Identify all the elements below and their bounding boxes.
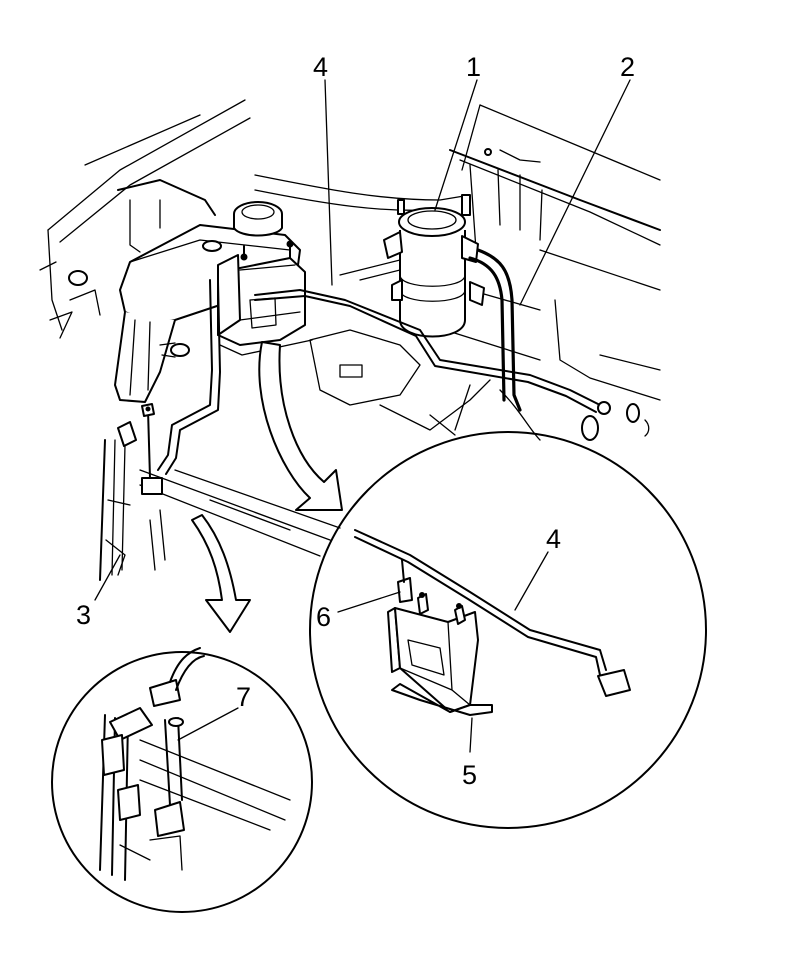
detail-arrow-clip [191, 514, 251, 633]
callout-labels: 1 2 3 4 4 5 6 7 [76, 52, 635, 790]
callout-4-main: 4 [313, 52, 328, 82]
callout-5: 5 [462, 760, 477, 790]
detail-view-clip [51, 647, 313, 913]
mounting-bracket-installed [217, 240, 313, 356]
callout-3: 3 [76, 600, 91, 630]
callout-2: 2 [620, 52, 635, 82]
callout-1: 1 [466, 52, 481, 82]
detail-view-bracket [309, 431, 707, 829]
vapor-pipe-installed [157, 279, 611, 475]
purge-hose [468, 248, 522, 412]
leader-lines [94, 79, 631, 753]
evap-canister [383, 194, 485, 338]
radiator-support [99, 403, 341, 581]
callout-7: 7 [236, 682, 251, 712]
callout-4-detail: 4 [546, 524, 561, 554]
callout-6: 6 [316, 602, 331, 632]
coolant-reservoir [114, 201, 301, 403]
detail-arrow-bracket [258, 341, 343, 511]
